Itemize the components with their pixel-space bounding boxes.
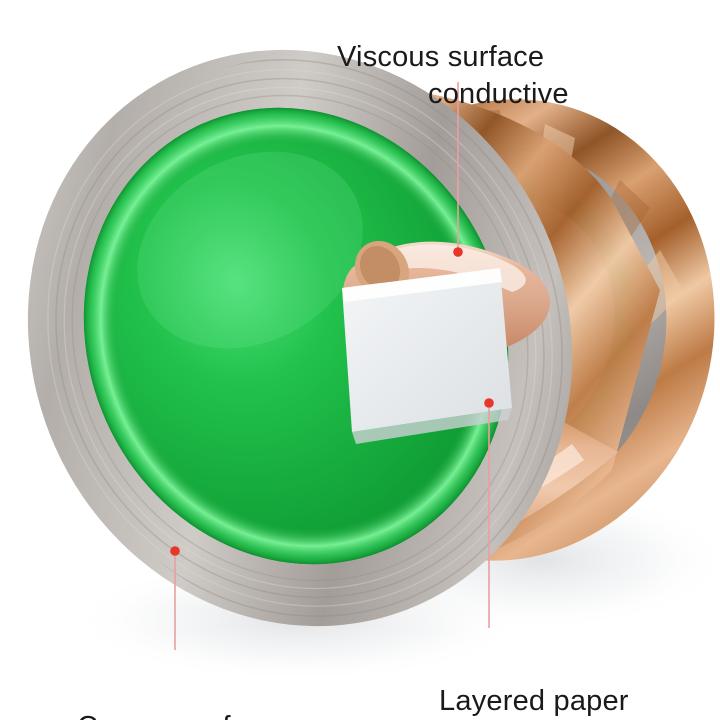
callout-label-viscous-line1: Viscous surface — [337, 40, 545, 73]
green-liner-ring-glow — [83, 107, 509, 565]
callout-label-viscous-line2: conductive — [428, 77, 569, 110]
tongue-cut-end-inner — [359, 245, 401, 291]
callout-label-layered-line1: Layered paper — [439, 684, 629, 717]
green-face-sheen — [137, 151, 363, 349]
paper-bottom-shadow — [352, 408, 512, 444]
callout-label-viscous-surface: Viscous surface conductive — [304, 2, 569, 186]
paper-top-edge — [342, 268, 502, 302]
layered-release-paper — [342, 268, 512, 432]
callout-label-layered-paper: Layered paper — [406, 646, 629, 720]
callout-label-copper-line1: Copper surface — [77, 711, 278, 720]
tape-end-assembly — [342, 240, 551, 444]
